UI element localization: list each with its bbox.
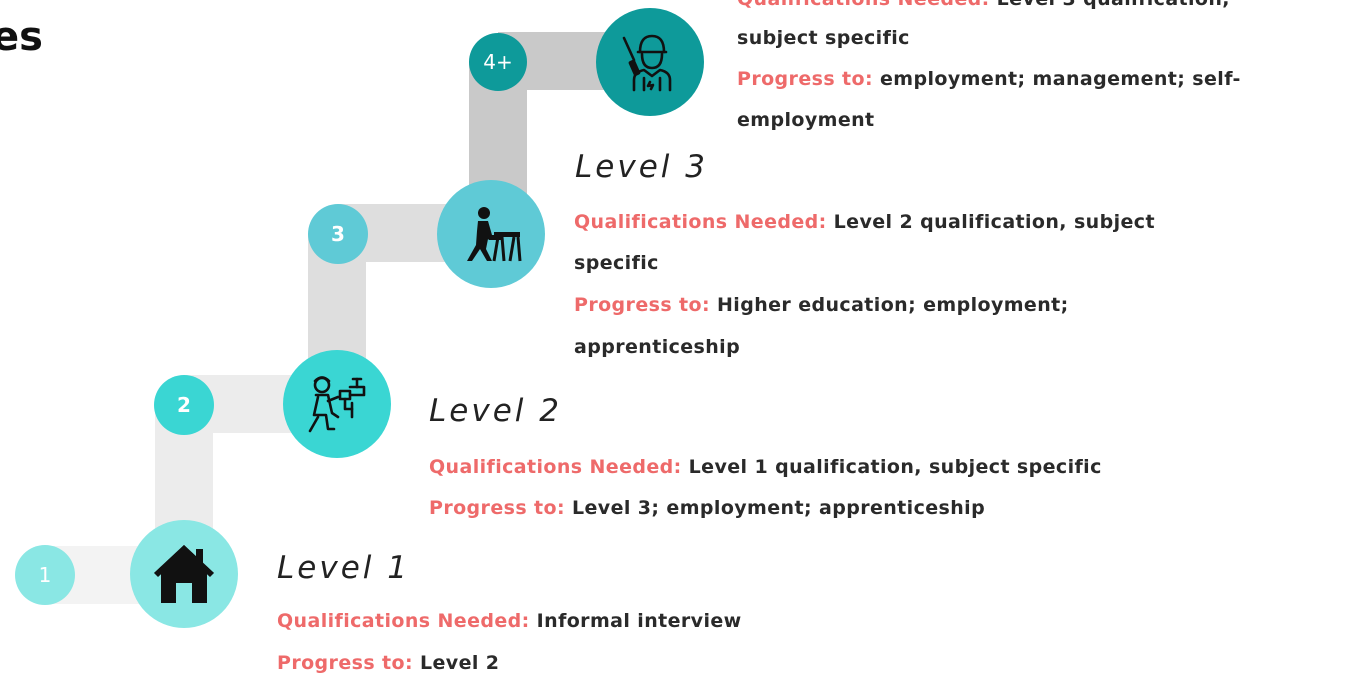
progress-label: Progress to:	[429, 497, 565, 519]
level-3-progress: Progress to: Higher education; employmen…	[574, 288, 1069, 322]
level-4-badge: 4+	[469, 33, 527, 91]
level-4-progress-cont: employment	[737, 109, 875, 131]
level-1-heading: Level 1	[277, 550, 410, 586]
progress-value: Higher education; employment;	[717, 294, 1069, 316]
progress-label: Progress to:	[277, 652, 413, 674]
page-title: es	[0, 14, 43, 60]
qualifications-value: Level 3 qualification,	[997, 0, 1230, 10]
carpenter-icon	[467, 207, 522, 262]
progress-value: Level 2	[420, 652, 500, 674]
house-icon	[154, 545, 214, 603]
level-4-progress: Progress to: employment; management; sel…	[737, 62, 1241, 96]
level-2-qualifications: Qualifications Needed: Level 1 qualifica…	[429, 450, 1102, 484]
progress-label: Progress to:	[574, 294, 710, 316]
level-2-badge: 2	[154, 375, 214, 435]
progress-value: Level 3; employment; apprenticeship	[572, 497, 986, 519]
qualifications-value: Level 1 qualification, subject specific	[688, 456, 1102, 478]
level-3-icon-circle	[437, 180, 545, 288]
level-3-heading: Level 3	[575, 149, 708, 185]
level-4-qualifications: Qualifications Needed: Level 3 qualifica…	[737, 0, 1230, 16]
qualifications-label: Qualifications Needed:	[574, 211, 827, 233]
level-2-icon-circle	[283, 350, 391, 458]
level-1-badge: 1	[15, 545, 75, 605]
level-2-heading: Level 2	[429, 393, 562, 429]
progress-value: employment; management; self-	[880, 68, 1241, 90]
qualifications-label: Qualifications Needed:	[429, 456, 682, 478]
electrician-icon	[622, 34, 672, 92]
level-3-qualifications-cont: specific	[574, 252, 659, 274]
qualifications-label: Qualifications Needed:	[737, 0, 990, 10]
level-1-progress: Progress to: Level 2	[277, 646, 499, 680]
progress-label: Progress to:	[737, 68, 873, 90]
level-4-icon-circle	[596, 8, 704, 116]
level-2-progress: Progress to: Level 3; employment; appren…	[429, 491, 985, 525]
qualifications-value: Informal interview	[536, 610, 742, 632]
level-3-badge: 3	[308, 204, 368, 264]
plumber-icon	[308, 376, 366, 433]
qualifications-value: Level 2 qualification, subject	[833, 211, 1155, 233]
level-1-icon-circle	[130, 520, 238, 628]
level-4-qualifications-cont: subject specific	[737, 27, 910, 49]
level-3-progress-cont: apprenticeship	[574, 336, 741, 358]
level-1-qualifications: Qualifications Needed: Informal intervie…	[277, 604, 742, 638]
level-3-qualifications: Qualifications Needed: Level 2 qualifica…	[574, 205, 1155, 239]
qualifications-label: Qualifications Needed:	[277, 610, 530, 632]
